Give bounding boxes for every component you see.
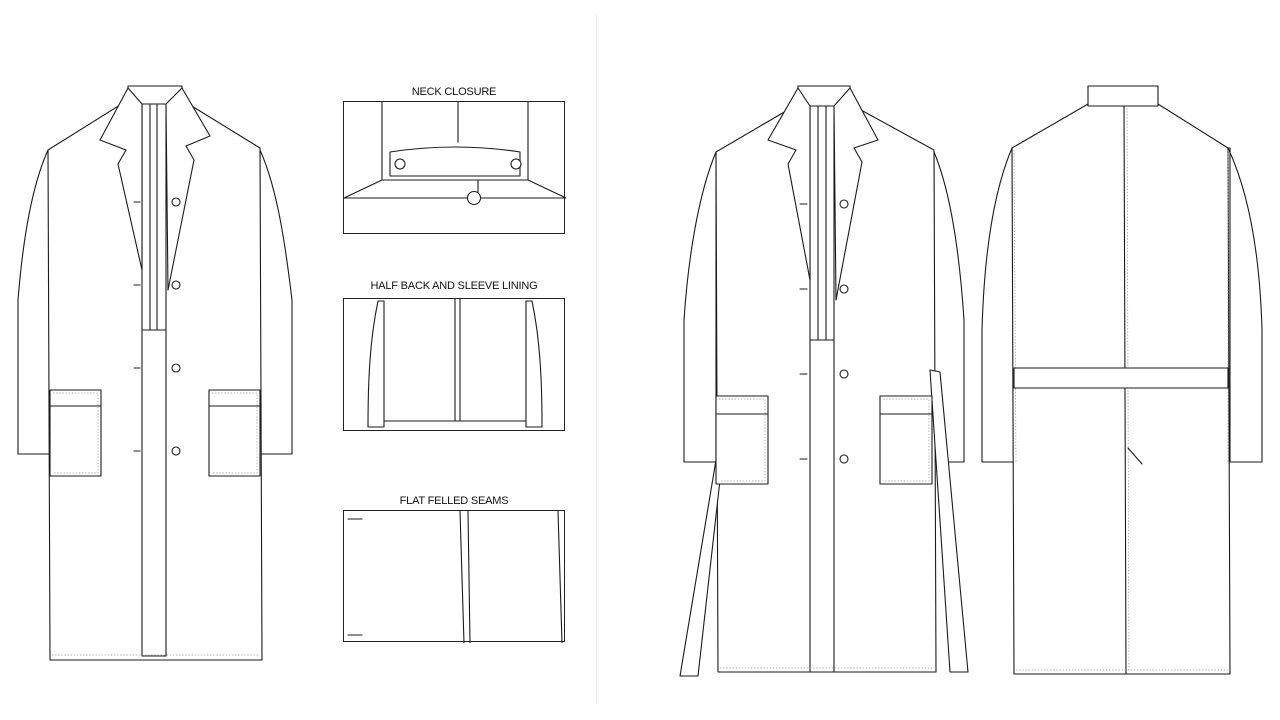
left-patch-pocket (49, 389, 102, 477)
neck-closure-panel (343, 101, 566, 234)
left-sleeve (17, 149, 51, 455)
right-sleeve (1227, 147, 1263, 463)
belt-strap (929, 369, 969, 673)
half-back-lining-label: HALF BACK AND SLEEVE LINING (370, 280, 538, 292)
half-back-lining-panel (343, 298, 565, 431)
right-sleeve (259, 149, 293, 455)
button (171, 446, 181, 456)
left-lapel (99, 87, 143, 271)
coat-front-sketch (17, 85, 293, 661)
left-patch-pocket (715, 395, 769, 485)
button (839, 369, 849, 379)
back-vent (1127, 447, 1143, 465)
right-lapel (165, 87, 211, 291)
right-lapel (833, 87, 879, 301)
sheet-divider (596, 14, 597, 704)
front-placket (809, 105, 835, 673)
button (466, 190, 482, 206)
front-placket (141, 103, 167, 657)
button (171, 363, 181, 373)
flat-felled-seams-panel (343, 510, 565, 643)
back-belt (1013, 367, 1229, 389)
neck-closure-label: NECK CLOSURE (411, 86, 497, 98)
right-patch-pocket (879, 395, 933, 485)
back-collar (1087, 85, 1159, 107)
button (171, 280, 181, 290)
left-sleeve (683, 151, 717, 463)
left-sleeve (981, 147, 1015, 463)
coat-back-body (1011, 103, 1231, 675)
button (839, 454, 849, 464)
left-lapel (767, 87, 811, 281)
flat-felled-seams-label: FLAT FELLED SEAMS (399, 495, 509, 507)
button (171, 197, 181, 207)
button (839, 284, 849, 294)
coat-back-sketch (981, 85, 1263, 675)
center-back-seam (1123, 105, 1127, 675)
button (839, 199, 849, 209)
belt-strap (679, 459, 721, 677)
coat-front-belted-sketch (679, 85, 969, 677)
right-patch-pocket (208, 389, 261, 477)
